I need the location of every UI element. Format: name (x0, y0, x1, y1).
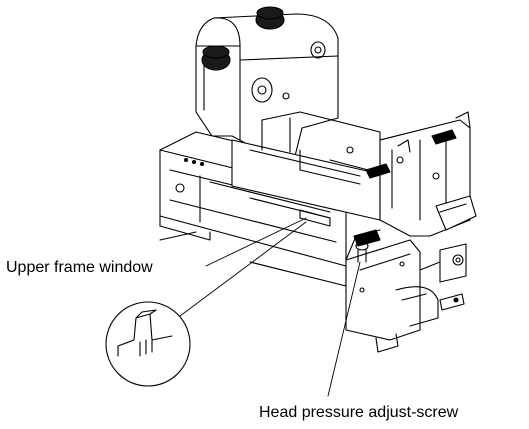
adjust-screw (355, 241, 369, 263)
label-head-pressure-adjust-screw: Head pressure adjust-screw (259, 404, 459, 421)
side-frame (379, 111, 477, 283)
label-upper-frame-window: Upper frame window (6, 259, 153, 276)
detail-magnifier-circle (105, 301, 191, 387)
knurled-knob (201, 6, 285, 71)
head-housing (345, 229, 465, 353)
ribbon-cover (195, 13, 339, 161)
leader-lines (179, 217, 361, 397)
upper-frame (231, 111, 381, 227)
